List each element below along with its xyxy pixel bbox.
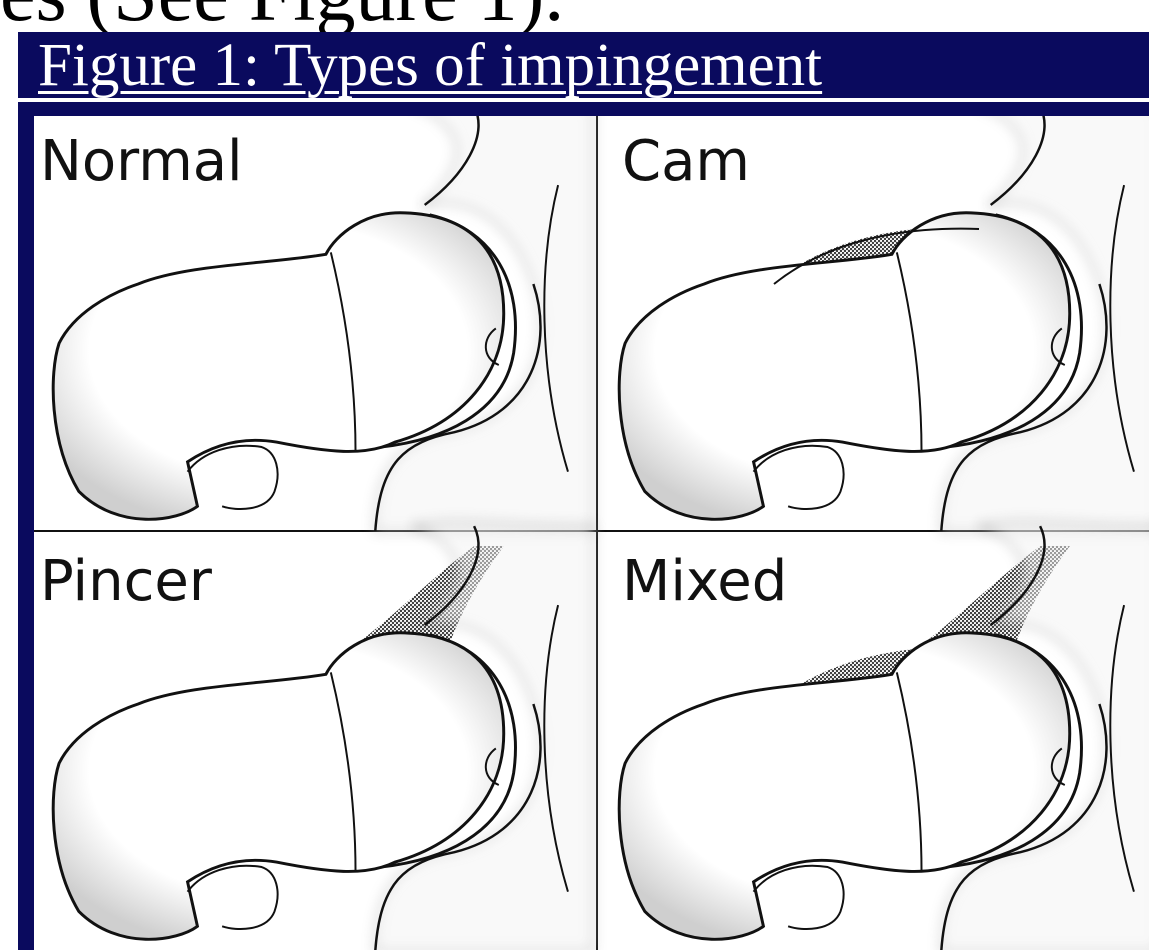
figure-panels: Normal Cam Pincer Mixed [34,116,1149,950]
panel-label-cam: Cam [622,129,750,194]
panel-label-mixed: Mixed [622,549,787,614]
body-text-line: es (See Figure 1). [0,0,564,34]
panel-label-normal: Normal [40,129,243,194]
panel-label-pincer: Pincer [40,549,213,614]
figure-title: Figure 1: Types of impingement [38,32,822,100]
title-divider [18,98,1149,102]
impingement-illustration: Normal Cam Pincer Mixed [34,116,1149,950]
